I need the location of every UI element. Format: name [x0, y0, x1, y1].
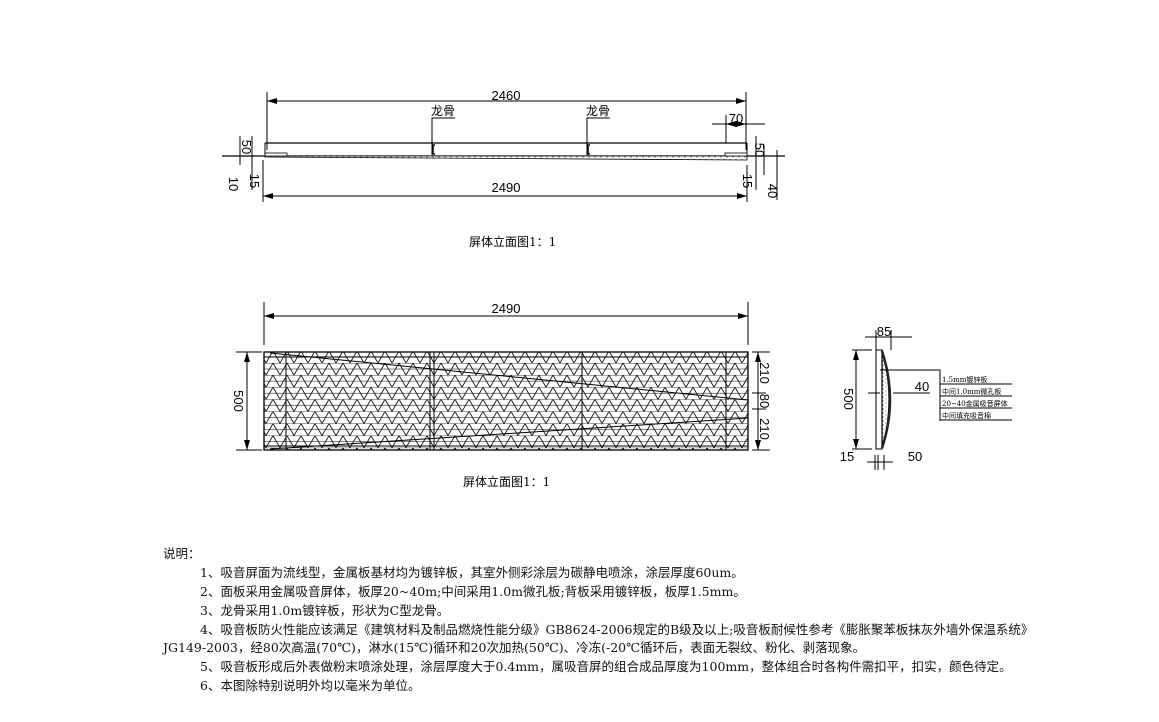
layer-label: 1.5mm镀锌板 [942, 375, 987, 384]
note-item: 5、吸音板形成后外表做粉末喷涂处理，涂层厚度大于0.4mm，属吸音屏的组合成品厚… [200, 659, 1012, 674]
dim-10-left: 10 [226, 177, 241, 191]
dim-80: 80 [757, 394, 772, 408]
dim-15-left: 15 [247, 174, 262, 188]
top-elevation [222, 92, 785, 202]
note-item: 3、龙骨采用1.0m镀锌板，形状为C型龙骨。 [200, 603, 450, 618]
dim-500-front: 500 [231, 390, 246, 412]
notes-title: 说明： [163, 546, 201, 561]
front-elevation [236, 302, 770, 451]
note-item: 4、吸音板防火性能应该满足《建筑材料及制品燃烧性能分级》GB8624-2006规… [200, 622, 1034, 637]
dim-70: 70 [729, 111, 743, 126]
dim-15-right: 15 [740, 174, 755, 188]
layer-label: 中间1.0mm微孔板 [942, 387, 1001, 396]
dim-50-left: 50 [239, 140, 254, 154]
dim-15-section: 15 [840, 449, 854, 464]
dim-500-section: 500 [841, 388, 856, 410]
note-item-continued: JG149-2003，经80次高温(70℃)，淋水(15℃)循环和20次加热(5… [163, 640, 866, 655]
perforated-panel [263, 351, 749, 451]
dim-2460: 2460 [492, 88, 521, 103]
layer-label: 中间填充吸音棉 [942, 411, 991, 420]
note-item: 6、本图除特别说明外均以毫米为单位。 [200, 678, 421, 693]
dim-40-section: 40 [915, 379, 929, 394]
dim-50-section: 50 [908, 449, 922, 464]
dim-85: 85 [877, 324, 891, 339]
dim-40-right: 40 [765, 184, 780, 198]
keel-label: 龙骨 [431, 104, 455, 118]
caption-top-elevation: 屏体立面图1：1 [469, 234, 556, 249]
note-item: 1、吸音屏面为流线型，金属板基材均为镀锌板，其室外侧彩涂层为碳静电喷涂，涂层厚度… [200, 565, 744, 580]
dim-2490-front: 2490 [492, 301, 521, 316]
dim-210-top: 210 [757, 362, 772, 384]
dim-210-bottom: 210 [757, 418, 772, 440]
keel-label: 龙骨 [586, 104, 610, 118]
layer-label: 20~40金属吸音屏体 [942, 399, 1008, 408]
section-view [852, 330, 1012, 470]
note-item: 2、面板采用金属吸音屏体，板厚20~40m;中间采用1.0m微孔板;背板采用镀锌… [200, 584, 746, 599]
caption-front-elevation: 屏体立面图1：1 [463, 474, 550, 489]
dim-2490: 2490 [492, 180, 521, 195]
dim-50-right: 50 [752, 143, 767, 157]
